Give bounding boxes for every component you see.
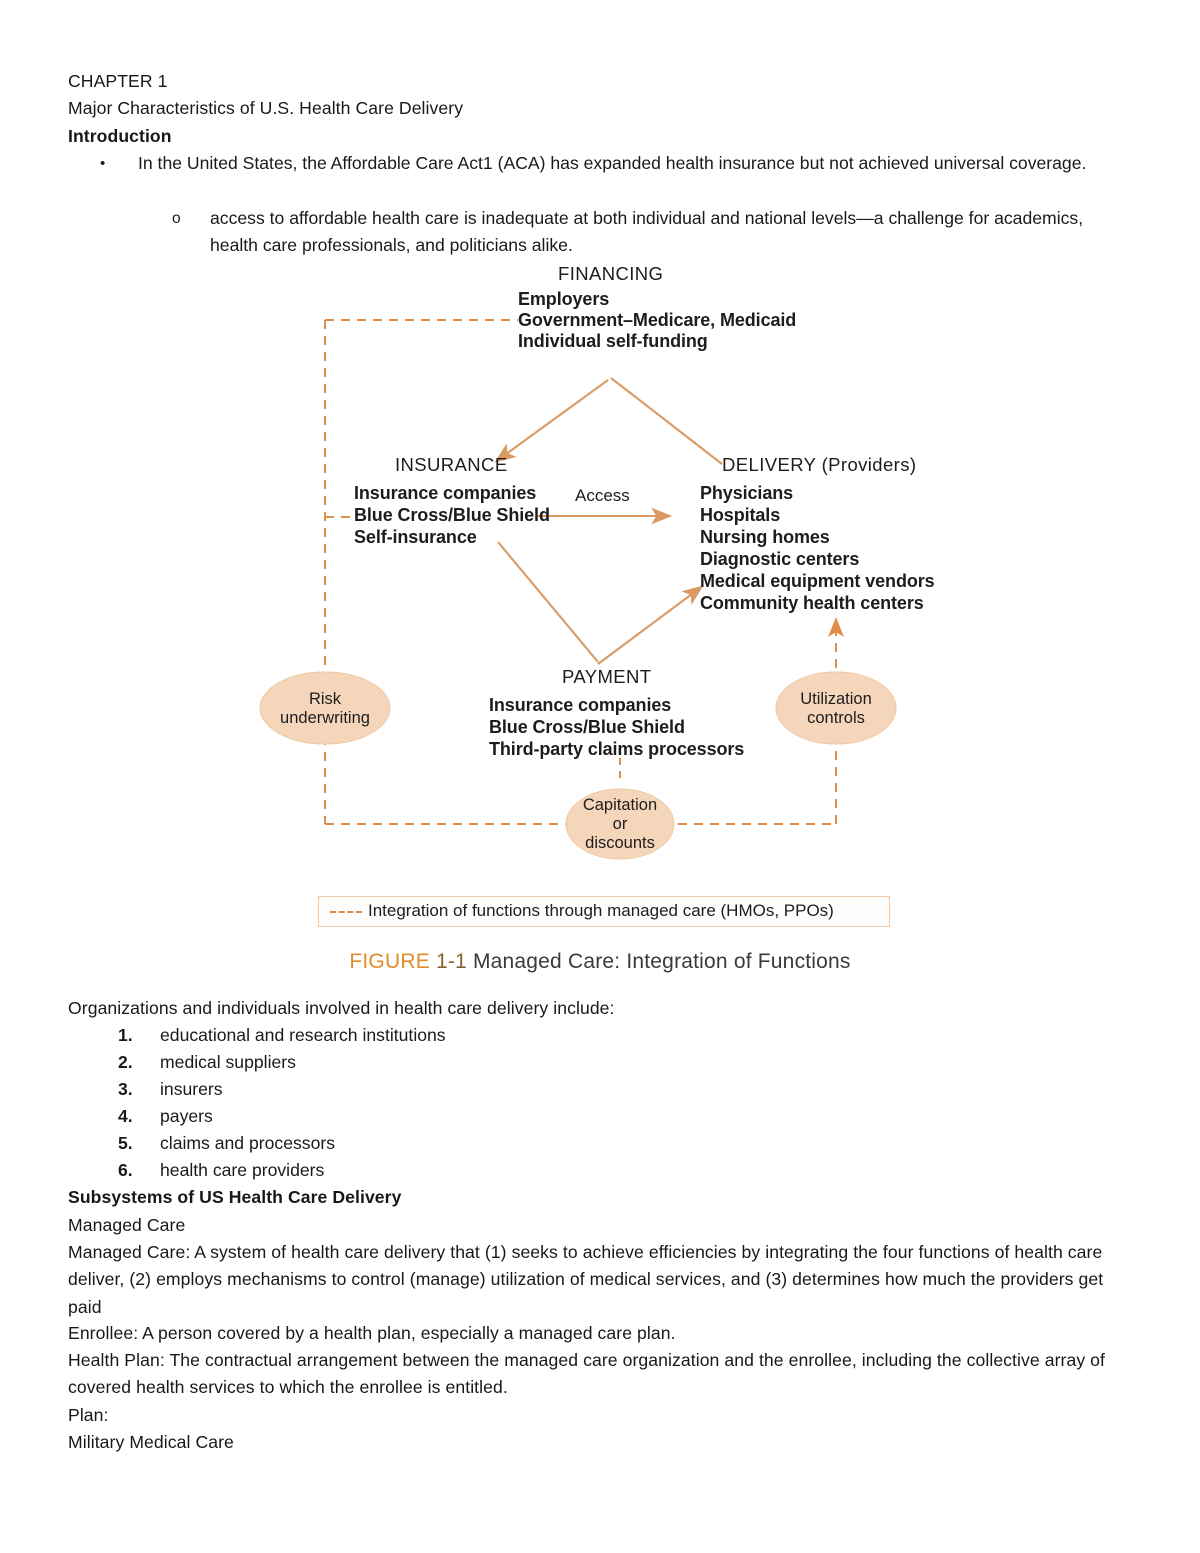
oval-capitation-line-1: Capitation [582,796,658,814]
node-insurance-item-0: Insurance companies [354,483,537,503]
line-delivery-to-financing [610,377,723,465]
oval-risk-line-2: underwriting [280,709,370,727]
figure-caption-word: FIGURE [349,950,430,973]
subsystems-heading: Subsystems of US Health Care Delivery [68,1187,402,1207]
intro-bullet-1: • In the United States, the Affordable C… [100,150,1110,177]
orgs-list-label-0: educational and research institutions [160,1025,446,1045]
oval-capitation-or-discounts [565,788,675,860]
node-financing-item-1: Government–Medicare, Medicaid [518,310,797,330]
orgs-list-item-1: 2. medical suppliers [118,1049,296,1076]
node-delivery-item-3: Diagnostic centers [700,549,860,569]
managed-care-definition: Managed Care: A system of health care de… [68,1242,1104,1317]
figure-legend-box [318,896,890,927]
bullet-marker-icon: • [100,155,106,172]
line-insurance-to-payment [497,541,599,663]
sub-bullet-marker-icon: o [172,210,181,227]
orgs-list-item-2: 3. insurers [118,1076,223,1103]
figure-legend-text: Integration of functions through managed… [368,901,834,920]
oval-utilization-controls-label: Utilization controls [761,690,911,728]
node-payment-heading: PAYMENT [562,666,652,687]
node-insurance-item-2: Self-insurance [354,527,477,547]
intro-sub-bullet-1-text: access to affordable health care is inad… [210,208,1084,256]
oval-risk-underwriting [259,671,391,745]
node-delivery-item-1: Hospitals [700,505,781,525]
node-financing-item-0: Employers [518,289,610,309]
figure-caption: FIGURE 1-1 Managed Care: Integration of … [0,950,1200,974]
orgs-lead-in: Organizations and individuals involved i… [68,998,615,1018]
oval-risk-underwriting-label: Risk underwriting [245,690,405,728]
plan-label: Plan: [68,1405,109,1425]
oval-risk-line-1: Risk [308,690,342,708]
orgs-list-item-3: 4. payers [118,1103,213,1130]
chapter-title: Major Characteristics of U.S. Health Car… [68,98,464,118]
intro-sub-bullet-1: o access to affordable health care is in… [172,205,1112,260]
orgs-list-label-4: claims and processors [160,1133,336,1153]
orgs-list-label-5: health care providers [160,1160,325,1180]
figure-svg [259,319,897,860]
arrow-financing-to-insurance [494,379,609,463]
node-financing-item-2: Individual self-funding [518,331,708,351]
orgs-list-label-1: medical suppliers [160,1052,296,1072]
managed-care-heading: Managed Care [68,1215,186,1235]
intro-heading: Introduction [68,126,172,146]
node-delivery-item-5: Community health centers [700,593,924,613]
node-payment-item-1: Blue Cross/Blue Shield [489,717,685,737]
health-plan-definition: Health Plan: The contractual arrangement… [68,1350,1106,1398]
orgs-list-label-2: insurers [160,1079,223,1099]
figure-managed-care-diagram: FINANCING Employers Government–Medicare,… [230,258,970,988]
orgs-list-item-4: 5. claims and processors [118,1130,335,1157]
orgs-list-number-1: 2. [118,1052,133,1072]
chapter-label: CHAPTER 1 [68,71,168,91]
edge-label-access: Access [575,486,630,505]
node-delivery-heading: DELIVERY (Providers) [722,454,917,475]
oval-capitation-line-3: discounts [585,834,655,852]
figure-caption-number: 1-1 [435,950,467,973]
node-delivery-item-0: Physicians [700,483,794,503]
intro-bullet-1-text: In the United States, the Affordable Car… [138,153,1087,173]
oval-capitation-line-2: or [612,815,628,833]
orgs-list-number-3: 4. [118,1106,133,1126]
oval-utilization-line-2: controls [807,709,865,727]
arrow-payment-to-delivery [597,585,704,665]
orgs-list-number-2: 3. [118,1079,133,1099]
orgs-list-number-5: 6. [118,1160,133,1180]
node-financing-heading: FINANCING [558,263,664,284]
enrollee-definition: Enrollee: A person covered by a health p… [68,1323,676,1343]
node-payment-item-0: Insurance companies [489,695,672,715]
oval-utilization-controls [775,671,897,745]
orgs-list-item-0: 1. educational and research institutions [118,1022,446,1049]
legend-dashed-line-icon [330,911,362,913]
node-insurance-item-1: Blue Cross/Blue Shield [354,505,550,525]
orgs-list-number-4: 5. [118,1133,133,1153]
figure-caption-title: Managed Care: Integration of Functions [472,950,851,973]
orgs-list-label-3: payers [160,1106,213,1126]
node-payment-item-2: Third-party claims processors [489,739,745,759]
node-delivery-item-4: Medical equipment vendors [700,571,935,591]
oval-utilization-line-1: Utilization [800,690,872,708]
orgs-list-number-0: 1. [118,1025,133,1045]
oval-capitation-label: Capitation or discounts [545,796,695,853]
node-delivery-item-2: Nursing homes [700,527,830,547]
military-medical-care-label: Military Medical Care [68,1432,234,1452]
node-insurance-heading: INSURANCE [395,454,508,475]
orgs-list-item-5: 6. health care providers [118,1157,324,1184]
